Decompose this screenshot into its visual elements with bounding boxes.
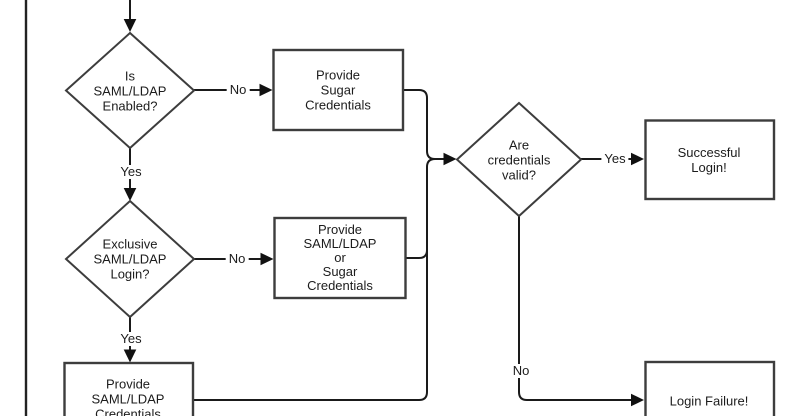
decision-saml-enabled-shape: [64, 31, 196, 150]
edge-exclusive-no-arrowhead: [260, 252, 274, 266]
process-successful-login-shape: [644, 119, 776, 201]
edge-exclusive-yes-arrowhead: [123, 349, 137, 363]
process-login-failure-label: Login Failure!: [669, 393, 749, 409]
edge-label-credentials-valid-no: No: [509, 364, 533, 378]
decision-exclusive-login-label: Exclusive SAML/LDAP Login?: [93, 236, 167, 282]
edge-valid-yes-arrowhead: [631, 152, 644, 166]
process-provide-saml-or-sugar-shape: [273, 216, 407, 300]
edge-saml-enabled-no-arrowhead: [259, 83, 273, 97]
edge-saml-to-valid-line: [193, 167, 428, 401]
edge-saml-or-sugar-to-valid-line: [406, 158, 436, 259]
edge-sugar-to-valid-line: [403, 89, 436, 160]
edge-label-saml-enabled-no: No: [226, 83, 250, 97]
edge-label-saml-enabled-yes: Yes: [117, 165, 145, 179]
process-provide-saml-or-sugar-label: Provide SAML/LDAP or Sugar Credentials: [303, 222, 377, 293]
process-provide-saml-label: Provide SAML/LDAP Credentials: [91, 376, 165, 416]
edge-valid-no-line: [518, 216, 631, 401]
process-provide-saml-shape: [63, 361, 195, 416]
edge-label-credentials-valid-yes: Yes: [601, 152, 629, 166]
decision-credentials-valid-shape: [455, 101, 583, 218]
process-login-failure-shape: [644, 360, 776, 416]
process-successful-login-label: Successful Login!: [677, 145, 741, 175]
edge-valid-no-arrowhead: [631, 393, 644, 407]
decision-exclusive-login-shape: [64, 199, 196, 319]
decision-credentials-valid-label: Are credentials valid?: [487, 137, 551, 183]
edge-label-exclusive-login-yes: Yes: [117, 332, 145, 346]
edge-merge-arrowhead: [443, 152, 457, 166]
decision-saml-enabled-label: Is SAML/LDAP Enabled?: [93, 68, 167, 114]
edge-saml-enabled-yes-arrowhead: [123, 188, 137, 201]
process-provide-sugar-shape: [272, 48, 405, 132]
edge-entry-arrowhead: [123, 19, 137, 32]
edge-label-exclusive-login-no: No: [225, 252, 249, 266]
process-provide-sugar-label: Provide Sugar Credentials: [305, 67, 371, 113]
